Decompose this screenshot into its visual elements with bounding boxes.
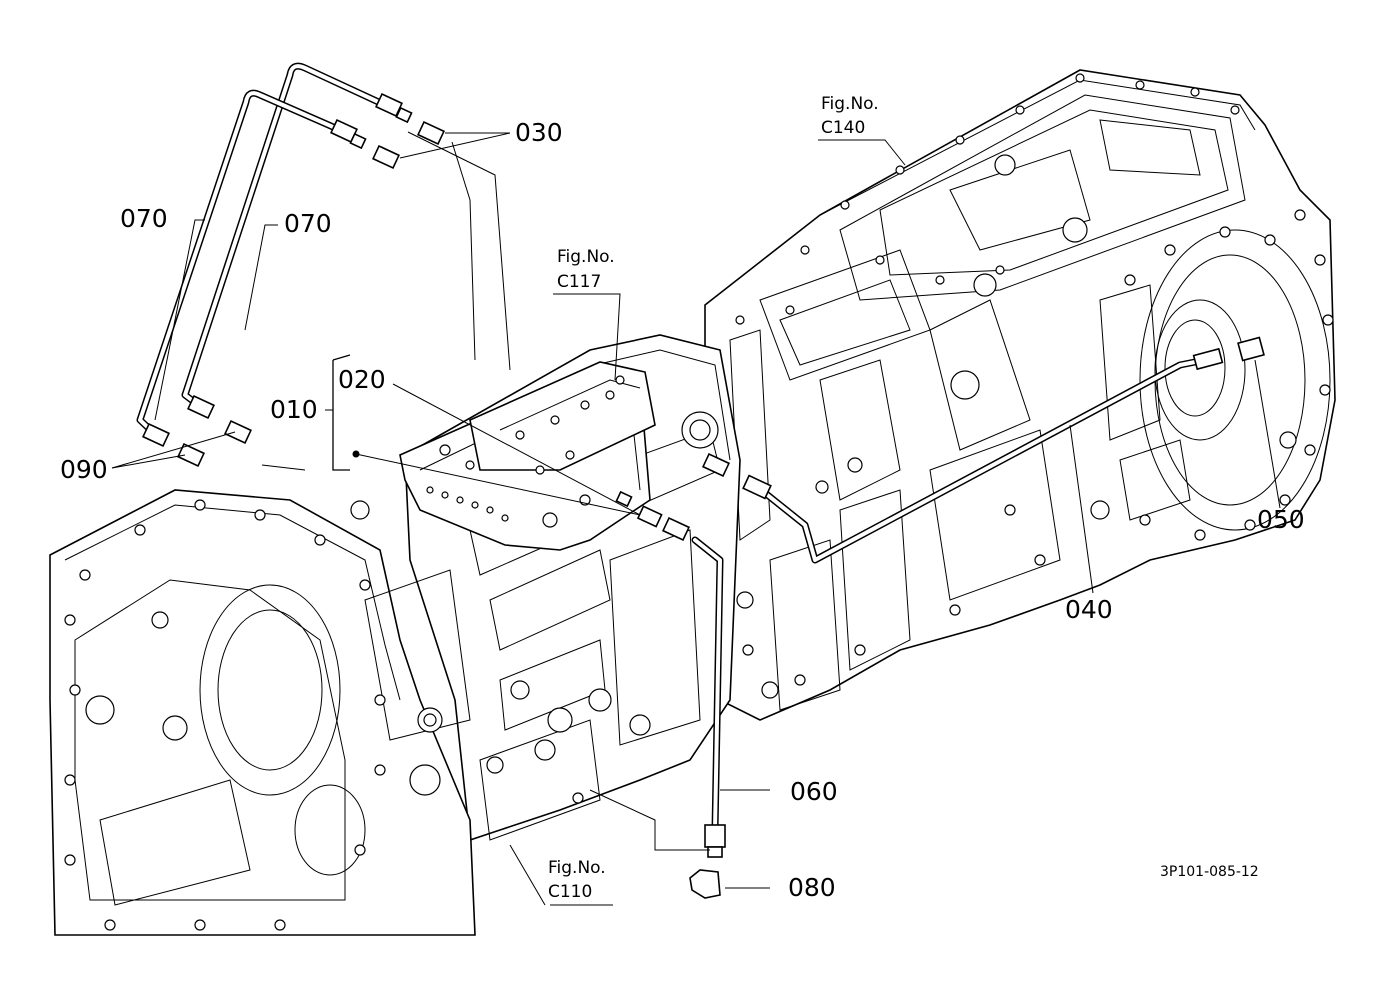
label-050: 050 [1257,505,1305,534]
clutch-housing [49,489,476,936]
rear-transmission-case [704,69,1336,721]
fig-ref-code-c140: C140 [821,118,865,138]
figure-references: Fig.No. C140 Fig.No. C117 Fig.No. C110 [548,94,879,902]
pipe-fittings [142,92,1265,899]
label-090: 090 [60,455,108,484]
pipe-070-upper [181,62,389,414]
drawing-code: 3P101-085-12 [1160,864,1259,880]
label-010: 010 [270,395,318,424]
fig-ref-code-c117: C117 [557,272,601,292]
label-040: 040 [1065,595,1113,624]
fig-ref-title-c140: Fig.No. [821,94,879,114]
label-020: 020 [338,365,386,394]
part-labels: 030 070 070 020 010 090 050 040 060 080 [60,118,1305,902]
label-070-left: 070 [120,204,168,233]
label-080: 080 [788,873,836,902]
leader-lines [111,131,1281,906]
pipe-040 [761,354,1219,564]
leader-dot [352,450,360,458]
label-030: 030 [515,118,563,147]
pipe-070-lower [136,89,344,441]
fig-ref-title-c117: Fig.No. [557,247,615,267]
label-060: 060 [790,777,838,806]
pipe-060 [691,536,724,834]
control-valve-assembly [399,361,656,551]
fig-ref-code-c110: C110 [548,882,592,902]
label-070-right: 070 [284,209,332,238]
fig-ref-title-c110: Fig.No. [548,858,606,878]
